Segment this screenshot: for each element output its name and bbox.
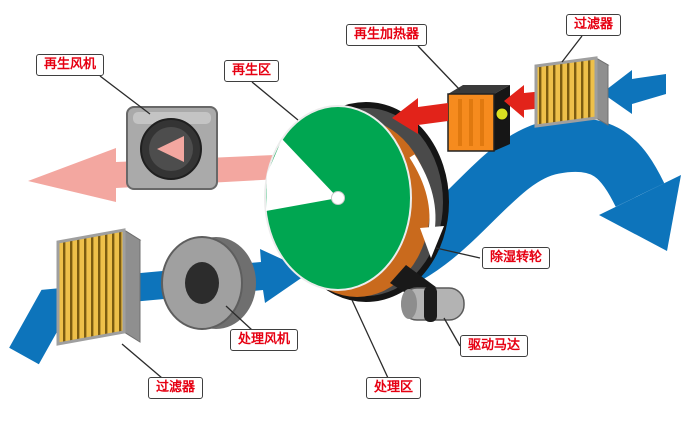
label-process-zone: 处理区 (366, 377, 422, 399)
label-filter-bottom: 过滤器 (148, 377, 204, 399)
wheel-hub (331, 191, 345, 205)
leader-line (417, 45, 461, 91)
label-regeneration-fan: 再生风机 (36, 54, 105, 76)
process-air-outlet-arrowhead (599, 175, 681, 251)
desiccant-wheel (264, 102, 449, 302)
leader-line (225, 305, 253, 331)
heater-indicator-light (495, 107, 509, 121)
leader-line (443, 317, 461, 347)
regeneration-filter (534, 56, 610, 128)
leader-lines (99, 35, 583, 379)
filter-pleated-face (534, 56, 598, 128)
filter-pleated-face (56, 228, 126, 346)
leader-line (435, 247, 481, 259)
label-regeneration-heater: 再生加热器 (346, 24, 428, 46)
filter-side-face (595, 57, 609, 126)
leader-line (351, 299, 389, 379)
label-process-fan: 处理风机 (230, 329, 299, 351)
leader-line (99, 75, 151, 115)
wheel-rotation-arrowhead (420, 226, 444, 258)
leader-line (251, 81, 299, 121)
process-filter (56, 228, 142, 346)
heater-top-face (448, 85, 510, 94)
leader-line (121, 343, 163, 379)
regeneration-inlet-arrow (602, 70, 666, 114)
drive-motor-endcap (401, 289, 417, 319)
regeneration-heater (447, 85, 510, 152)
filter-side-face (123, 229, 141, 343)
label-drive-motor: 驱动马达 (460, 335, 529, 357)
regeneration-fan-highlight (133, 112, 211, 124)
exhaust-arrowhead-in-fan (157, 136, 184, 162)
drive-belt-loop (424, 286, 437, 322)
process-fan-hub (185, 262, 219, 304)
leader-line (561, 35, 583, 63)
label-desiccant-wheel: 除湿转轮 (482, 247, 551, 269)
wheel-regeneration-sector (266, 139, 338, 211)
wheel-rotation-arrow (409, 154, 436, 235)
process-fan (161, 236, 256, 330)
label-filter-top: 过滤器 (566, 14, 622, 36)
regeneration-fan (126, 106, 218, 190)
drive-assembly (390, 265, 465, 322)
label-regeneration-zone: 再生区 (224, 60, 280, 82)
hot-air-arrow-to-heater (504, 85, 544, 118)
hot-air-arrow-to-wheel (392, 98, 448, 134)
